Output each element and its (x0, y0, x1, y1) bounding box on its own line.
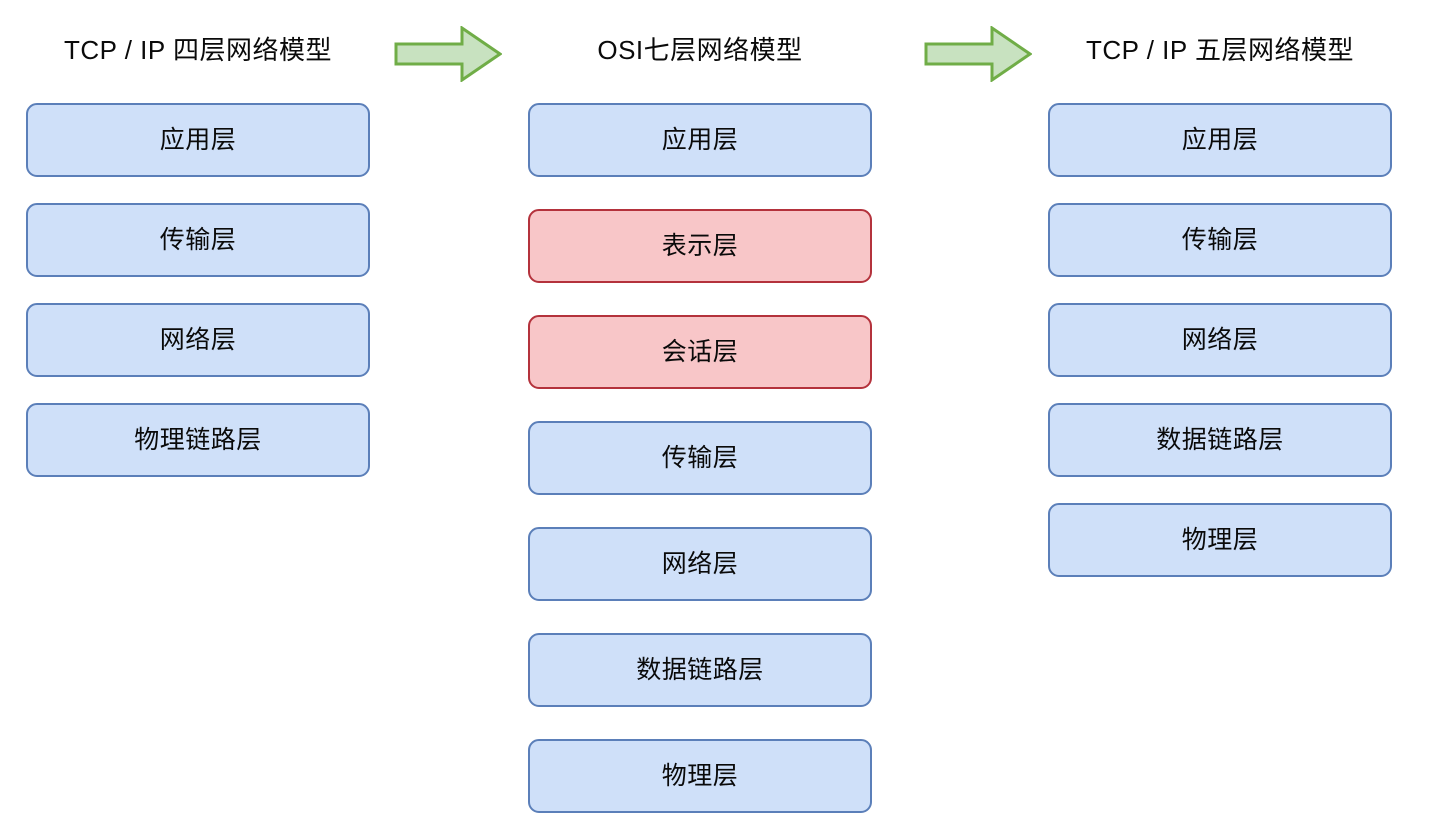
column-title-tcp-ip-four-layer: TCP / IP 四层网络模型 (63, 35, 333, 65)
flow-arrow-osi-to-tcpip5 (924, 26, 1032, 82)
layer-box[interactable]: 应用层 (1048, 103, 1392, 177)
layer-box[interactable]: 传输层 (26, 203, 370, 277)
layer-box[interactable]: 应用层 (528, 103, 872, 177)
layer-box[interactable]: 数据链路层 (528, 633, 872, 707)
layer-box[interactable]: 网络层 (26, 303, 370, 377)
layer-stack-tcp-ip-four-layer: 应用层 传输层 网络层 物理链路层 (26, 103, 372, 477)
model-column-tcp-ip-four-layer: TCP / IP 四层网络模型 应用层 传输层 网络层 物理链路层 (25, 0, 371, 838)
model-column-tcp-ip-five-layer: TCP / IP 五层网络模型 应用层 传输层 网络层 数据链路层 物理层 (1047, 0, 1393, 838)
layer-box[interactable]: 网络层 (1048, 303, 1392, 377)
layer-stack-tcp-ip-five-layer: 应用层 传输层 网络层 数据链路层 物理层 (1048, 103, 1394, 577)
layer-box[interactable]: 物理层 (528, 739, 872, 813)
model-column-osi-seven-layer: OSI七层网络模型 应用层 表示层 会话层 传输层 网络层 数据链路层 物理层 (527, 0, 873, 838)
layer-stack-osi-seven-layer: 应用层 表示层 会话层 传输层 网络层 数据链路层 物理层 (528, 103, 874, 813)
layer-box-highlighted[interactable]: 会话层 (528, 315, 872, 389)
column-title-osi-seven-layer: OSI七层网络模型 (597, 35, 803, 65)
flow-arrow-tcpip4-to-osi (394, 26, 502, 82)
layer-box[interactable]: 传输层 (528, 421, 872, 495)
layer-box[interactable]: 物理层 (1048, 503, 1392, 577)
right-arrow-icon (394, 26, 502, 82)
layer-box[interactable]: 网络层 (528, 527, 872, 601)
right-arrow-icon (924, 26, 1032, 82)
layer-box[interactable]: 物理链路层 (26, 403, 370, 477)
layer-box[interactable]: 数据链路层 (1048, 403, 1392, 477)
layer-box-highlighted[interactable]: 表示层 (528, 209, 872, 283)
layer-box[interactable]: 应用层 (26, 103, 370, 177)
layer-box[interactable]: 传输层 (1048, 203, 1392, 277)
column-title-tcp-ip-five-layer: TCP / IP 五层网络模型 (1085, 35, 1355, 65)
